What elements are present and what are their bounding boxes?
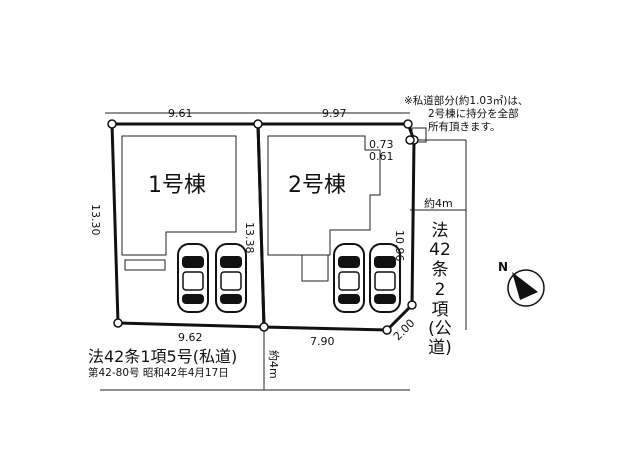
unit-2-label: 2号棟 (288, 173, 346, 198)
parking-area (177, 243, 401, 313)
dim-middle-side: 13.38 (243, 222, 256, 254)
boundary-marker (407, 300, 417, 310)
private-road-permit: 第42-80号 昭和42年4月17日 (88, 366, 229, 379)
dim-top-right: 9.97 (322, 107, 347, 120)
car-icon (177, 243, 209, 313)
public-road-width: 約4m (424, 196, 453, 210)
dim-left-side: 13.30 (89, 204, 102, 236)
public-road-char: 2 (435, 280, 446, 300)
car-icon (333, 243, 365, 313)
dim-bottom-left: 9.62 (178, 331, 203, 344)
public-road-char: (公 (428, 319, 452, 339)
public-road-label: 法 42 条 2 項 (公 道) (428, 221, 452, 358)
public-road-char: 道) (428, 338, 452, 358)
boundary-marker (403, 119, 413, 129)
compass-needle (512, 272, 538, 300)
boundary-marker (405, 135, 415, 145)
boundary-marker (107, 119, 117, 129)
boundary-marker (259, 322, 269, 332)
boundary-markers (107, 119, 419, 335)
dim-top-left: 9.61 (168, 107, 193, 120)
compass: N (498, 260, 545, 307)
note-line-1: ※私道部分(約1.03㎡)は、 (404, 94, 528, 107)
private-road-width: 約4m (267, 350, 281, 379)
note-line-3: 所有頂きます。 (428, 120, 500, 133)
public-road-char: 項 (432, 300, 449, 320)
private-road-portion (411, 127, 427, 143)
unit-1-label: 1号棟 (148, 173, 206, 198)
public-road-char: 条 (432, 260, 449, 280)
compass-letter: N (498, 260, 508, 274)
car-icon (369, 243, 401, 313)
dim-bottom-right: 7.90 (310, 335, 335, 348)
building-1-footprint (121, 135, 237, 256)
public-road-char: 法 (432, 221, 449, 241)
note-line-2: 2号棟に持分を全部 (428, 107, 519, 120)
private-road-label: 法42条1項5号(私道) (88, 347, 237, 366)
car-icon (215, 243, 247, 313)
dim-small-b: 0.61 (369, 150, 394, 163)
building-1-porch (124, 259, 166, 271)
boundary-marker (253, 119, 263, 129)
building-2-porch (301, 254, 329, 282)
dim-small-a: 0.73 (369, 138, 394, 151)
boundary-marker (382, 325, 392, 335)
dim-right-side: 10.96 (393, 230, 406, 262)
public-road-char: 42 (429, 240, 451, 260)
boundary-marker (113, 318, 123, 328)
